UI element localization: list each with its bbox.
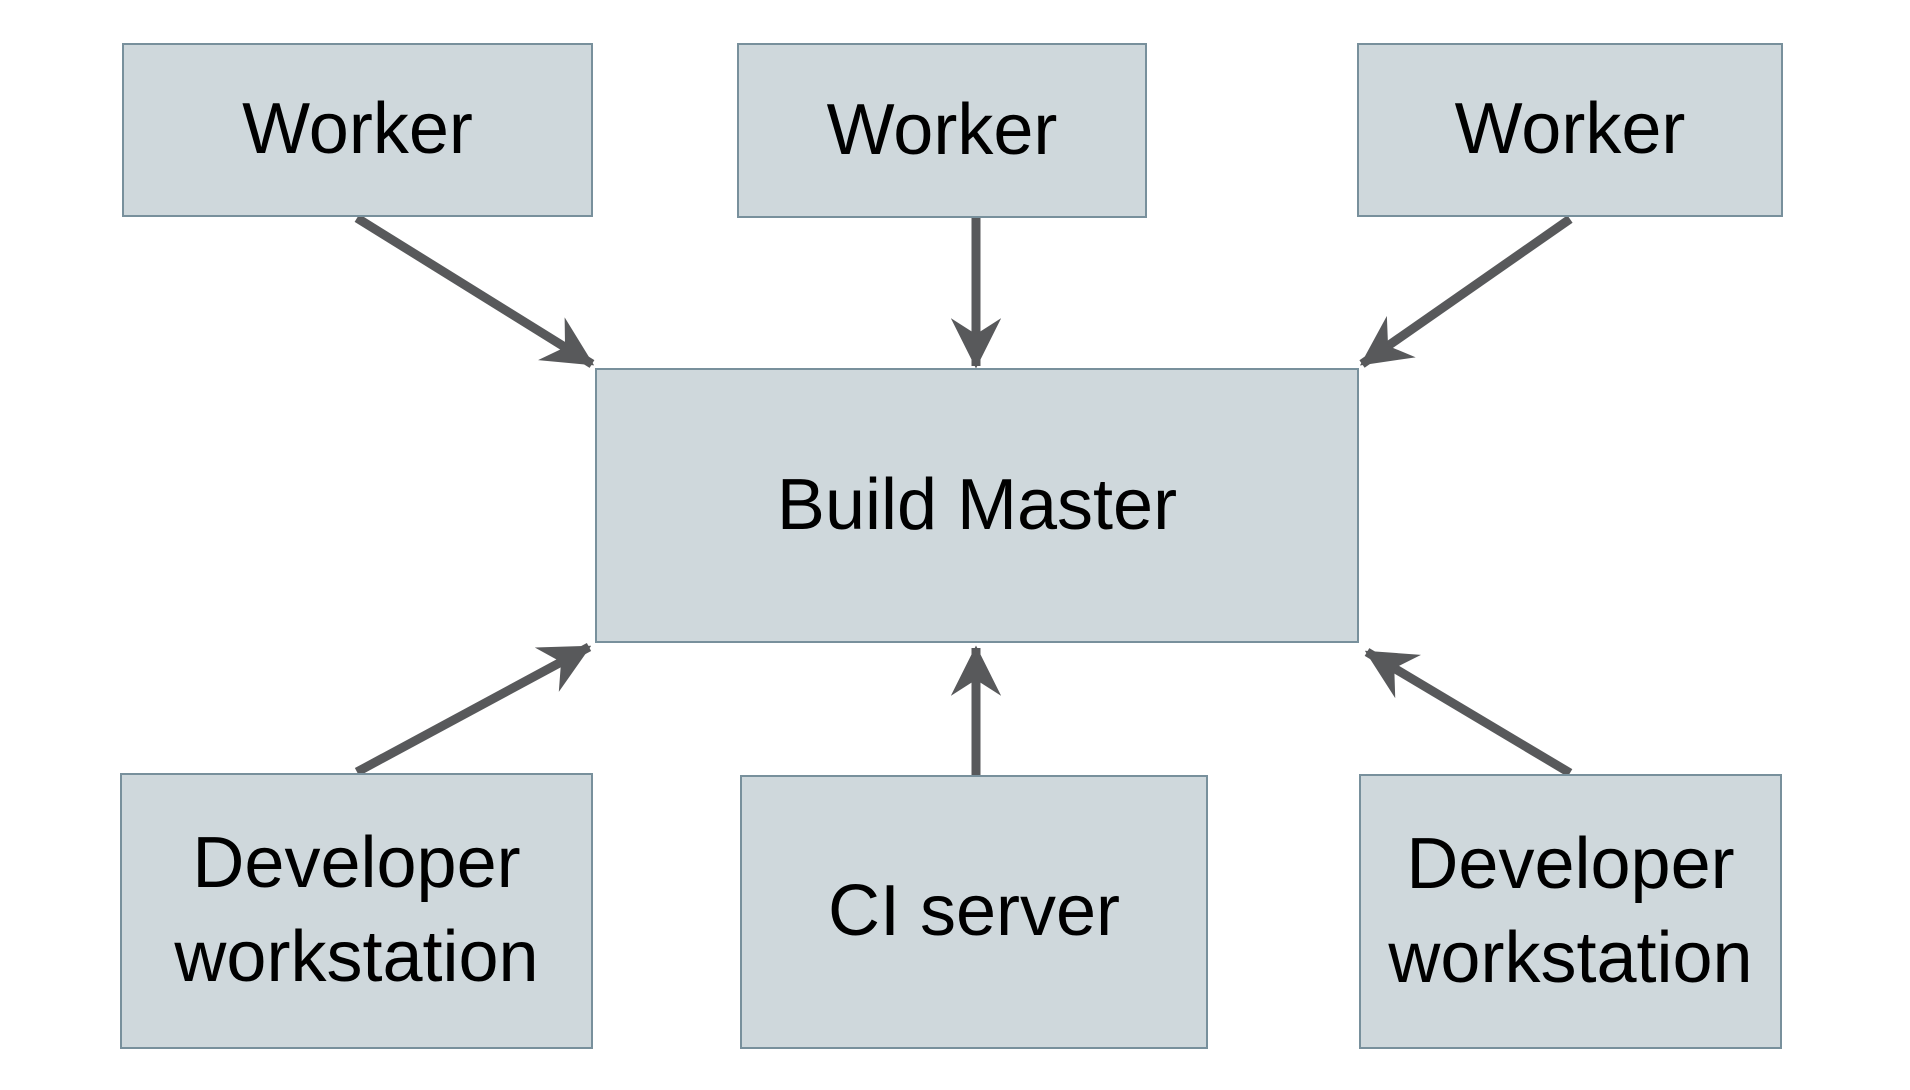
node-build-master: Build Master — [595, 368, 1359, 643]
arrow-dev-right-to-build-master — [1364, 648, 1573, 777]
node-worker-left-label: Worker — [242, 89, 473, 170]
node-ci-server: CI server — [740, 775, 1208, 1049]
node-worker-right: Worker — [1357, 43, 1783, 217]
node-developer-workstation-right-label: Developer workstation — [1388, 823, 1753, 998]
arrow-dev-left-to-build-master — [354, 643, 592, 776]
node-developer-workstation-left: Developer workstation — [120, 773, 593, 1049]
node-worker-left: Worker — [122, 43, 593, 217]
node-worker-center-label: Worker — [826, 89, 1058, 170]
node-ci-server-label: CI server — [827, 871, 1121, 952]
node-worker-center: Worker — [737, 43, 1147, 218]
node-worker-right-label: Worker — [1454, 89, 1686, 170]
node-developer-workstation-right: Developer workstation — [1359, 774, 1782, 1049]
node-build-master-label: Build Master — [776, 464, 1178, 545]
node-developer-workstation-left-label: Developer workstation — [174, 823, 539, 997]
arrow-worker-right-to-build-master — [1359, 215, 1573, 368]
arrow-worker-left-to-build-master — [354, 214, 595, 368]
